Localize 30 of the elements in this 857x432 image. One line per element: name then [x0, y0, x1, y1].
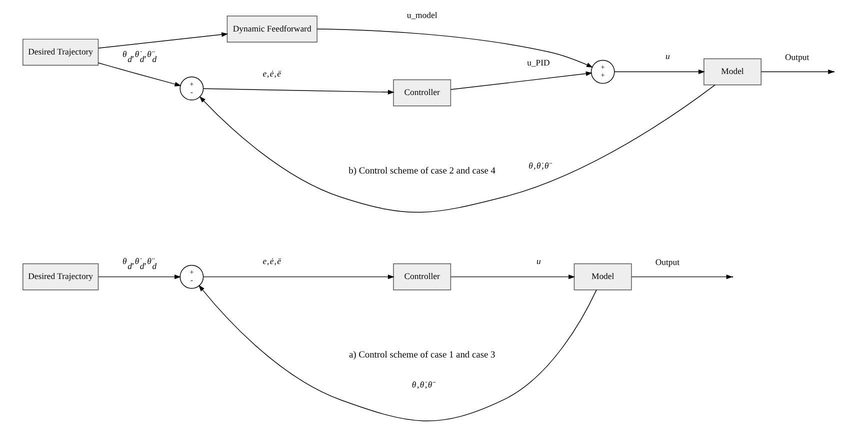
edge-label: e,ė,ë	[262, 68, 282, 79]
node-box: Desired Trajectory	[22, 263, 99, 290]
edge-label: u_PID	[527, 58, 550, 68]
node-box: Controller	[393, 79, 452, 106]
node-box: Dynamic Feedforward	[226, 16, 318, 42]
arrow	[631, 274, 733, 280]
edge-label: Output	[655, 256, 680, 267]
arrow	[203, 88, 394, 94]
arrow	[98, 62, 182, 86]
arrow	[316, 28, 594, 68]
edge-label: u	[666, 51, 670, 62]
node-box: Model	[704, 58, 762, 86]
node-box: Controller	[393, 263, 452, 290]
arrow	[198, 284, 597, 422]
edge-label: Output	[785, 52, 810, 62]
label: b) Control scheme of case 2 and case 4	[348, 166, 496, 177]
node-box: Desired Trajectory	[22, 38, 99, 66]
arrow	[199, 84, 716, 213]
node-box: Model	[574, 263, 632, 290]
edge-label: e,ė,ë	[262, 256, 282, 266]
arrow	[450, 71, 592, 90]
arrow	[203, 274, 394, 280]
arrow	[614, 70, 705, 74]
edge-label: u_model	[406, 10, 438, 20]
edge-label: u	[536, 256, 541, 266]
arrow	[450, 274, 576, 280]
arrow	[98, 32, 228, 48]
label: a) Control scheme of case 1 and case 3	[348, 350, 496, 361]
arrow	[760, 70, 835, 74]
arrow	[98, 274, 182, 280]
